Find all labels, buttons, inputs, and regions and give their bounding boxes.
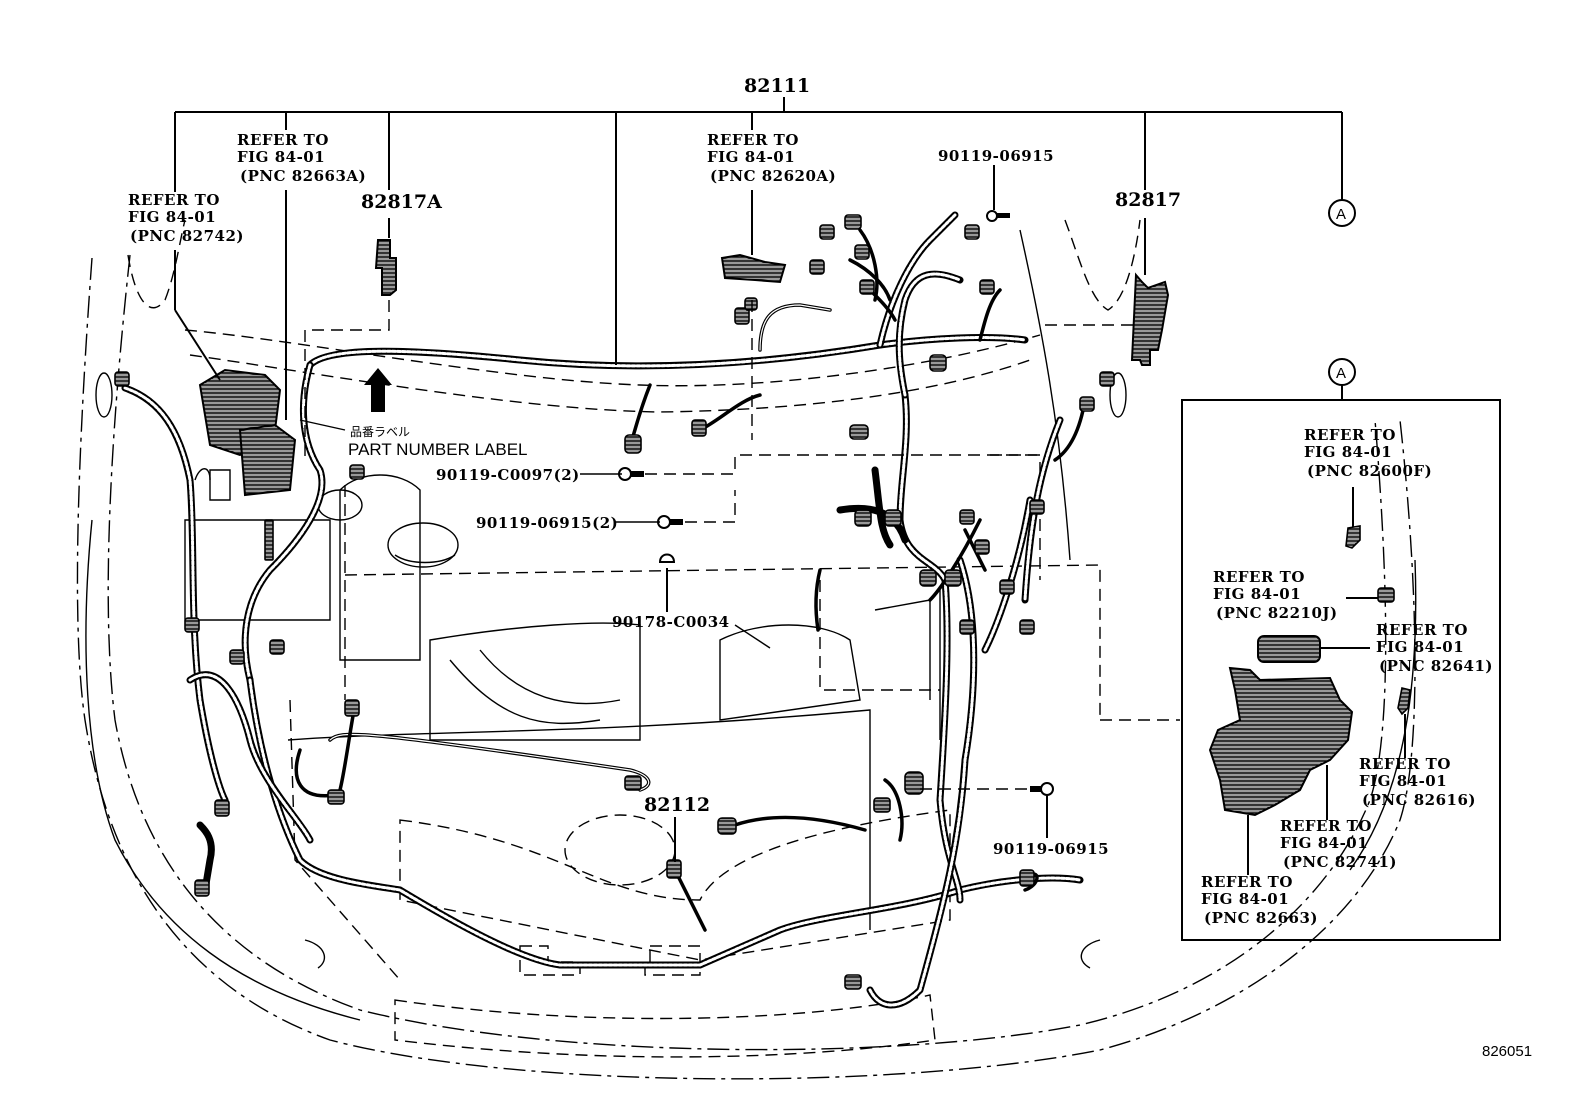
- part-number-label-en: PART NUMBER LABEL: [348, 440, 528, 459]
- svg-text:(PNC 82600F): (PNC 82600F): [1307, 462, 1432, 480]
- svg-text:REFER TO: REFER TO: [1359, 755, 1451, 773]
- callout-refer-82663A: REFER TO FIG 84-01 (PNC 82663A): [237, 131, 366, 185]
- figure-code: 826051: [1482, 1043, 1532, 1060]
- part-number-label-arrow: [364, 368, 392, 412]
- protector-82817: [1130, 272, 1170, 366]
- svg-text:REFER TO: REFER TO: [1213, 568, 1305, 586]
- svg-text:FIG 84-01: FIG 84-01: [707, 148, 795, 166]
- svg-text:(PNC 82616): (PNC 82616): [1362, 791, 1476, 809]
- clip-82817A: [374, 239, 397, 296]
- svg-text:FIG 84-01: FIG 84-01: [1359, 772, 1447, 790]
- svg-text:FIG 84-01: FIG 84-01: [1201, 890, 1289, 908]
- inset-marker-label: A: [1336, 365, 1346, 382]
- part-82817-label: 82817: [1115, 189, 1181, 211]
- part-82111-label: 82111: [744, 75, 810, 97]
- svg-text:REFER TO: REFER TO: [1304, 426, 1396, 444]
- callout-refer-82742: REFER TO FIG 84-01 (PNC 82742): [128, 191, 244, 245]
- bolt-c0097-label: 90119-C0097(2): [436, 466, 580, 484]
- bracket-82620A: [720, 253, 787, 284]
- svg-text:REFER TO: REFER TO: [1201, 873, 1293, 891]
- svg-text:REFER TO: REFER TO: [707, 131, 799, 149]
- callout-refer-82620A: REFER TO FIG 84-01 (PNC 82620A): [707, 131, 836, 185]
- inset-detail-a: A REFER TO FIG 84-01 (PNC 82600F) REFER …: [1181, 358, 1501, 941]
- svg-text:A: A: [1336, 206, 1346, 223]
- callout-lines: [174, 97, 1343, 862]
- svg-text:FIG 84-01: FIG 84-01: [1213, 585, 1301, 603]
- svg-text:(PNC 82620A): (PNC 82620A): [710, 167, 836, 185]
- bolt-90119-06915-bottom: [1030, 782, 1054, 796]
- svg-text:(PNC 82210J): (PNC 82210J): [1216, 604, 1338, 622]
- bolt-top-label: 90119-06915: [938, 147, 1054, 165]
- svg-text:REFER TO: REFER TO: [1376, 621, 1468, 639]
- bolt-90119-06915-x2: [657, 515, 683, 529]
- svg-text:(PNC 82663): (PNC 82663): [1204, 909, 1318, 927]
- svg-text:FIG 84-01: FIG 84-01: [1280, 834, 1368, 852]
- bolt-bottom-label: 90119-06915: [993, 840, 1109, 858]
- part-82817A-label: 82817A: [361, 191, 442, 213]
- bolt-90119-C0097: [618, 467, 644, 481]
- svg-text:REFER TO: REFER TO: [237, 131, 329, 149]
- part-number-label-jp: 品番ラベル: [350, 425, 410, 439]
- svg-text:(PNC 82742): (PNC 82742): [130, 227, 244, 245]
- engine-wire-harness-82111: [121, 211, 1084, 1009]
- svg-text:REFER TO: REFER TO: [128, 191, 220, 209]
- svg-text:REFER TO: REFER TO: [1280, 817, 1372, 835]
- part-82112-label: 82112: [644, 794, 710, 816]
- svg-text:(PNC 82641): (PNC 82641): [1379, 657, 1493, 675]
- ref-marker-a-top: A: [1328, 199, 1356, 227]
- inset-frame: [1181, 399, 1501, 941]
- svg-text:FIG 84-01: FIG 84-01: [237, 148, 325, 166]
- nut-90178-C0034: [658, 553, 676, 563]
- bolt-06915-x2-label: 90119-06915(2): [476, 514, 618, 532]
- relay-block-left: [198, 368, 297, 497]
- svg-text:(PNC 82741): (PNC 82741): [1283, 853, 1397, 871]
- svg-text:FIG 84-01: FIG 84-01: [1304, 443, 1392, 461]
- svg-text:(PNC 82663A): (PNC 82663A): [240, 167, 366, 185]
- bolt-90119-06915-top: [986, 210, 1010, 222]
- svg-text:FIG 84-01: FIG 84-01: [128, 208, 216, 226]
- connectors: [114, 214, 1115, 990]
- svg-text:FIG 84-01: FIG 84-01: [1376, 638, 1464, 656]
- nut-c0034-label: 90178-C0034: [612, 613, 730, 631]
